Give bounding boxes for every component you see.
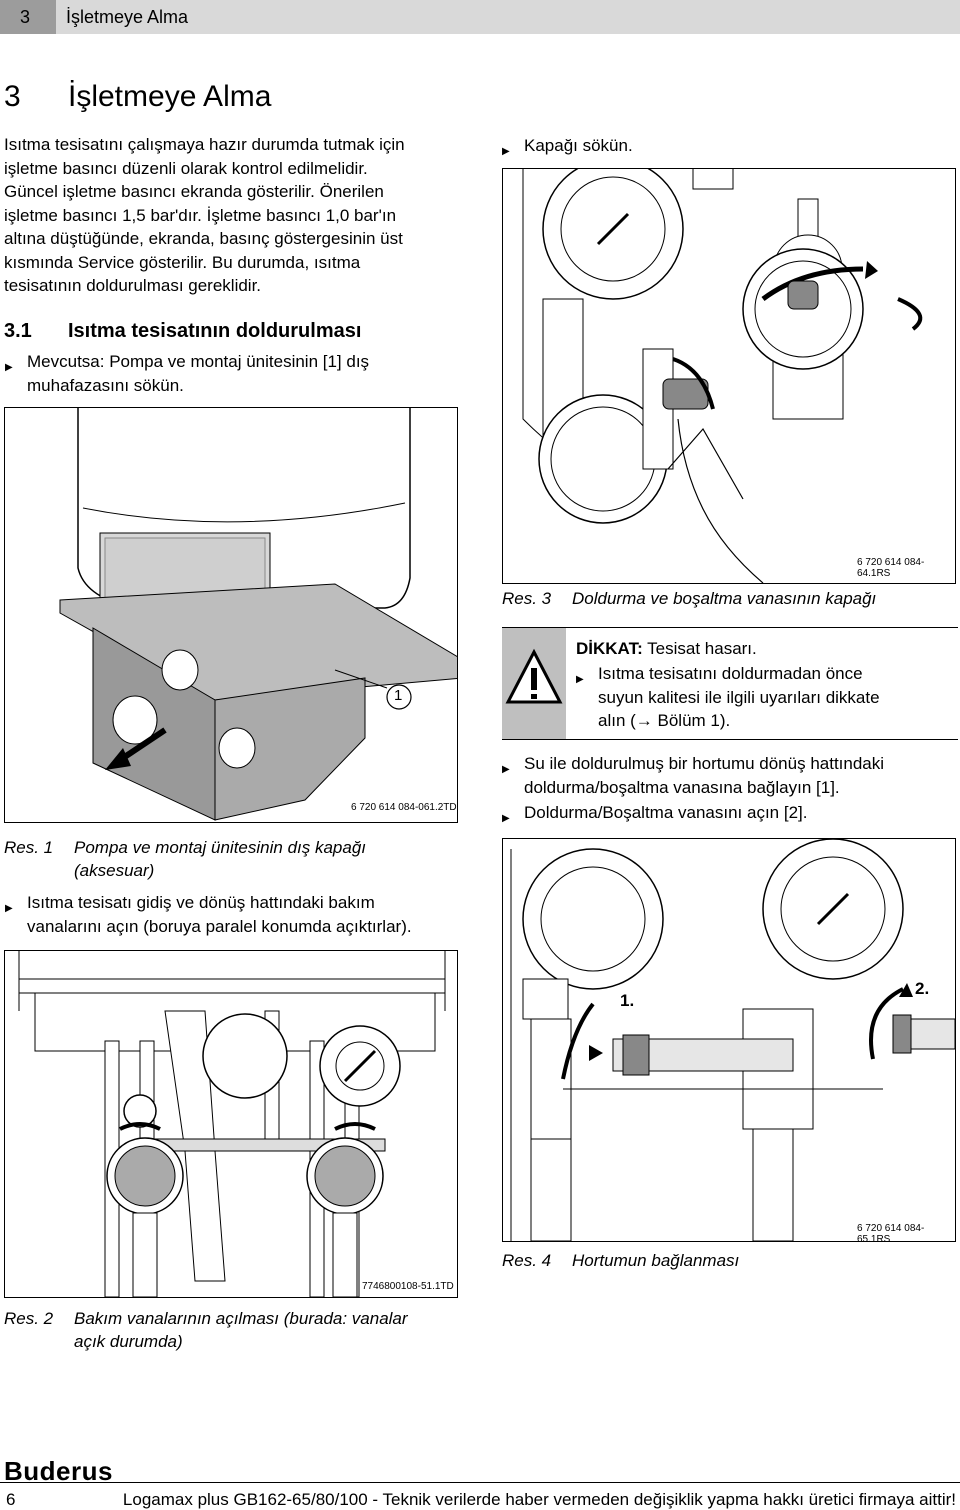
header-bar <box>0 0 960 34</box>
caption-line: açık durumda) <box>74 1332 183 1351</box>
notice-title-strong: DİKKAT: <box>576 639 643 658</box>
caption-number: Res. 3 <box>502 589 552 608</box>
caption-line: Bakım vanalarının açılması (burada: vana… <box>74 1309 408 1328</box>
service-valves-illustration <box>18 951 446 1297</box>
step-line: Su ile doldurulmuş bir hortumu dönüş hat… <box>524 754 885 773</box>
warning-icon-box <box>502 628 566 739</box>
callout-circle <box>386 684 412 710</box>
step-line: doldurma/boşaltma vanasına bağlayın [1]. <box>524 777 840 797</box>
step-label-2: 2. <box>915 979 930 998</box>
intro-paragraph: Isıtma tesisatını çalışmaya hazır durumd… <box>4 133 474 298</box>
step-line: muhafazasını sökün. <box>27 375 184 395</box>
warning-notice: DİKKAT: Tesisat hasarı. Isıtma tesisatın… <box>502 627 958 740</box>
intro-line: tesisatının doldurulması gereklidir. <box>4 276 262 295</box>
caption-number: Res. 2 <box>4 1309 54 1328</box>
step-line: vanalarını açın (boruya paralel konumda … <box>27 916 412 936</box>
step-connect-hose: Su ile doldurulmuş bir hortumu dönüş hat… <box>502 752 954 799</box>
caption-text: Hortumun bağlanması <box>572 1251 740 1270</box>
callout-label: 1 <box>394 687 403 704</box>
notice-title-rest: Tesisat hasarı. <box>642 639 757 658</box>
step-line: Doldurma/Boşaltma vanasını açın [2]. <box>524 803 808 822</box>
intro-line: Isıtma tesisatını çalışmaya hazır durumd… <box>4 135 405 154</box>
notice-line: alın (→ Bölüm 1). <box>598 711 731 730</box>
section-title: İşletmeye Alma <box>68 80 272 113</box>
chapter-title: İşletmeye Alma <box>66 7 189 27</box>
caption-number: Res. 4 <box>502 1251 552 1270</box>
caption-line: (aksesuar) <box>74 861 155 880</box>
step-remove-cap: Kapağı sökün. <box>502 134 944 163</box>
caption-text: Pompa ve montaj ünitesinin dış kapağı (a… <box>74 836 464 882</box>
notice-line: suyun kalitesi ile ilgili uyarıları dikk… <box>598 687 880 707</box>
figure-hose-connection: 1. 2. 6 720 614 084-65.1RS <box>502 838 956 1242</box>
notice-title: DİKKAT: Tesisat hasarı. <box>576 637 956 661</box>
figure-code: 6 720 614 084-061.2TD <box>351 802 457 813</box>
figure-code: 7746800108-51.1TD <box>362 1281 454 1292</box>
caption-number: Res. 1 <box>4 838 54 857</box>
footer-rule <box>0 1482 960 1483</box>
footer-text: Logamax plus GB162-65/80/100 - Teknik ve… <box>122 1490 956 1509</box>
warning-icon <box>505 648 563 704</box>
caption-text: Doldurma ve boşaltma vanasının kapağı <box>572 589 877 608</box>
subsection-title: Isıtma tesisatının doldurulması <box>68 320 362 342</box>
step-remove-cover: Mevcutsa: Pompa ve montaj ünitesinin [1]… <box>5 350 467 397</box>
figure-code: 6 720 614 084-64.1RS <box>857 557 925 579</box>
notice-line: Isıtma tesisatını doldurmadan önce <box>598 664 863 683</box>
subsection-number: 3.1 <box>4 320 32 342</box>
figure-service-valves: 7746800108-51.1TD <box>4 950 458 1298</box>
section-number: 3 <box>4 80 21 113</box>
step-line: Kapağı sökün. <box>524 136 633 155</box>
intro-line: Güncel işletme basıncı ekranda gösterili… <box>4 182 384 201</box>
intro-line: altına düştüğünde, ekranda, basınç göste… <box>4 229 403 248</box>
buderus-logo: Buderus <box>4 1456 113 1486</box>
drain-valve-cap-illustration <box>522 169 923 583</box>
intro-line: kısmında Service gösterilir. Bu durumda,… <box>4 252 361 272</box>
figure-code: 6 720 614 084-65.1RS <box>857 1223 925 1242</box>
hose-connection-illustration <box>510 839 955 1241</box>
notice-instruction: Isıtma tesisatını doldurmadan önce suyun… <box>576 662 958 733</box>
step-label-1: 1. <box>620 991 635 1010</box>
intro-line: işletme basıncı düzenli olarak kontrol e… <box>4 158 368 178</box>
step-line: Isıtma tesisatı gidiş ve dönüş hattındak… <box>27 893 375 912</box>
caption-line: Pompa ve montaj ünitesinin dış kapağı <box>74 838 367 857</box>
step-open-drain-valve: Doldurma/Boşaltma vanasını açın [2]. <box>502 801 954 830</box>
step-line: Mevcutsa: Pompa ve montaj ünitesinin [1]… <box>27 352 370 371</box>
pump-cover-illustration <box>59 408 457 821</box>
intro-line: işletme basıncı 1,5 bar'dır. İşletme bas… <box>4 205 397 225</box>
chapter-number: 3 <box>0 0 56 34</box>
caption-text: Bakım vanalarının açılması (burada: vana… <box>74 1307 464 1353</box>
figure-pump-cover: 1 6 720 614 084-061.2TD <box>4 407 458 823</box>
figure-drain-valve-cap: 6 720 614 084-64.1RS <box>502 168 956 584</box>
page-number: 6 <box>6 1490 16 1509</box>
step-open-valves: Isıtma tesisatı gidiş ve dönüş hattındak… <box>5 891 467 938</box>
